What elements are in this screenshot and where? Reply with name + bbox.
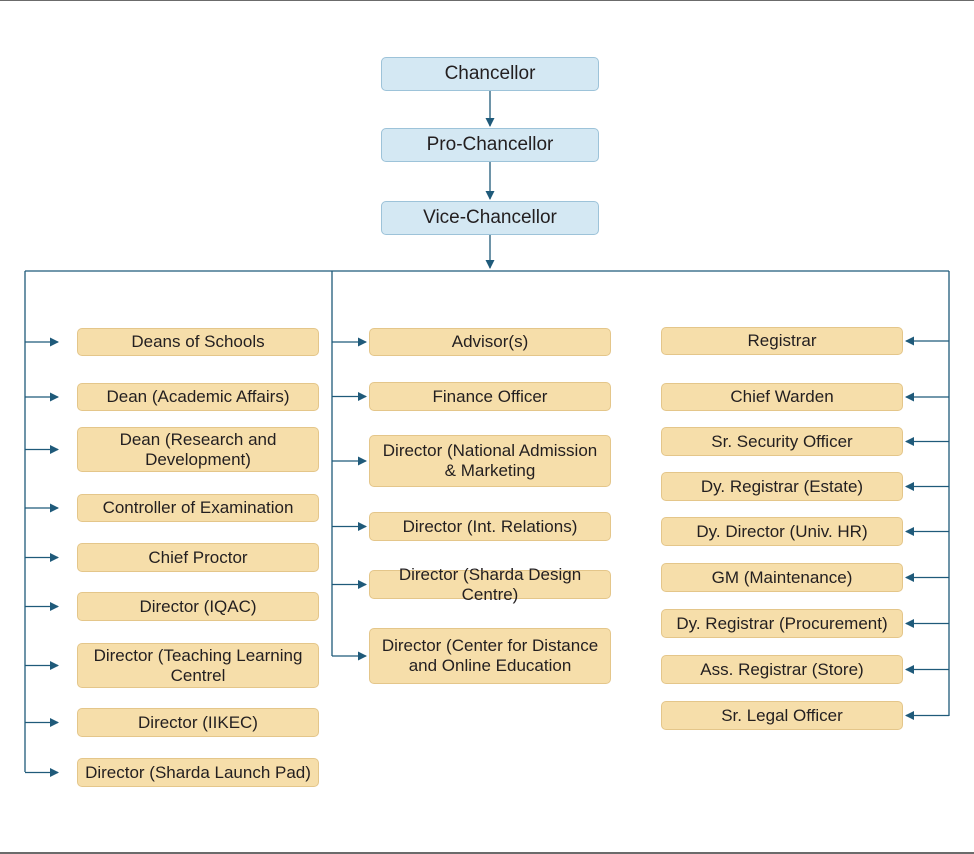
- frame-top-border: [0, 0, 974, 1]
- middle-box-advisor-s: Advisor(s): [369, 328, 611, 356]
- left-box-dean-research-and-development: Dean (Research and Development): [77, 427, 319, 472]
- middle-box-director-sharda-design-centre: Director (Sharda Design Centre): [369, 565, 611, 604]
- frame-bottom-border: [0, 852, 974, 854]
- right-box-dy-director-univ-hr: Dy. Director (Univ. HR): [661, 517, 903, 546]
- right-box-sr-legal-officer: Sr. Legal Officer: [661, 701, 903, 730]
- right-box-gm-maintenance: GM (Maintenance): [661, 563, 903, 592]
- middle-box-finance-officer: Finance Officer: [369, 382, 611, 411]
- right-box-sr-security-officer: Sr. Security Officer: [661, 427, 903, 456]
- right-box-dy-registrar-estate: Dy. Registrar (Estate): [661, 472, 903, 501]
- left-box-deans-of-schools: Deans of Schools: [77, 328, 319, 356]
- left-box-controller-of-examination: Controller of Examination: [77, 494, 319, 522]
- left-box-dean-academic-affairs: Dean (Academic Affairs): [77, 383, 319, 411]
- left-box-director-iikec: Director (IIKEC): [77, 708, 319, 737]
- middle-box-director-center-for-distance-and-online-education: Director (Center for Distance and Online…: [369, 628, 611, 684]
- middle-box-director-national-admission-marketing: Director (National Admission & Marketing: [369, 435, 611, 487]
- top-box-pro-chancellor: Pro-Chancellor: [381, 128, 599, 162]
- left-box-director-sharda-launch-pad: Director (Sharda Launch Pad): [77, 758, 319, 787]
- left-box-chief-proctor: Chief Proctor: [77, 543, 319, 572]
- top-box-chancellor: Chancellor: [381, 57, 599, 91]
- left-box-director-teaching-learning-centrel: Director (Teaching Learning Centrel: [77, 643, 319, 688]
- top-box-vice-chancellor: Vice-Chancellor: [381, 201, 599, 235]
- right-box-dy-registrar-procurement: Dy. Registrar (Procurement): [661, 609, 903, 638]
- right-box-registrar: Registrar: [661, 327, 903, 355]
- right-box-chief-warden: Chief Warden: [661, 383, 903, 411]
- right-box-ass-registrar-store: Ass. Registrar (Store): [661, 655, 903, 684]
- left-box-director-iqac: Director (IQAC): [77, 592, 319, 621]
- middle-box-director-int-relations: Director (Int. Relations): [369, 512, 611, 541]
